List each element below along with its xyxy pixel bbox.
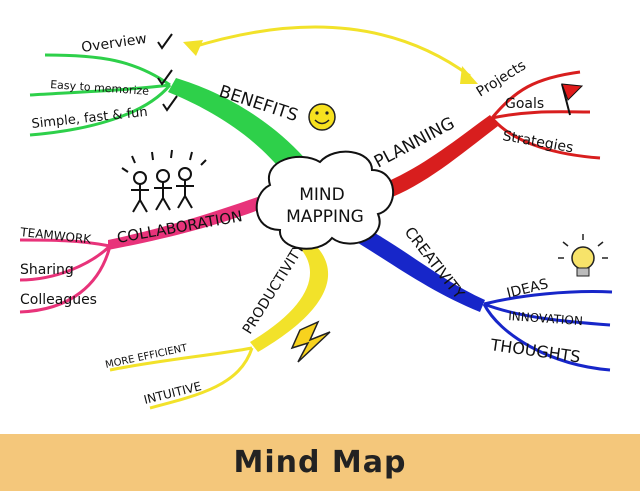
branch-planning: PLANNING Projects Goals Strategies	[371, 58, 601, 200]
flag-icon	[561, 83, 584, 116]
leaf-sharing: Sharing	[20, 262, 74, 278]
checkmark-icon	[157, 33, 178, 112]
caption-title: Mind Map	[233, 445, 407, 480]
leaf-thoughts: THOUGHTS	[488, 335, 581, 367]
center-node: MIND MAPPING	[255, 150, 394, 250]
leaf-overview: Overview	[80, 31, 148, 56]
leaf-projects: Projects	[474, 58, 529, 101]
branch-label-collaboration: COLLABORATION	[116, 207, 244, 247]
branch-productivity: PRODUCTIVITY MORE EFFICIENT INTUITIVE	[104, 240, 331, 410]
lightning-icon	[290, 320, 331, 363]
leaf-easy-to-memorize: Easy to memorize	[50, 78, 150, 98]
center-title-line2: MAPPING	[286, 207, 364, 227]
leaf-colleagues: Colleagues	[20, 292, 97, 308]
leaf-more-efficient: MORE EFFICIENT	[104, 343, 189, 371]
caption-bar: Mind Map	[0, 434, 640, 491]
leaf-strategies: Strategies	[501, 128, 574, 156]
lightbulb-icon	[558, 234, 608, 277]
mind-map-diagram: BENEFITS Overview Easy to memorize Simpl…	[19, 25, 613, 410]
leaf-innovation: INNOVATION	[508, 309, 584, 328]
smiley-icon	[308, 103, 336, 131]
leaf-goals: Goals	[505, 96, 544, 112]
leaf-ideas: IDEAS	[505, 276, 550, 302]
branch-creativity: CREATIVITY IDEAS INNOVATION THOUGHTS	[350, 223, 613, 372]
branch-collaboration: COLLABORATION TEAMWORK Sharing Colleague…	[19, 149, 272, 314]
leaf-simple-fast-fun: Simple, fast & fun	[31, 105, 148, 132]
feedback-arrow	[183, 25, 478, 84]
stick-figures-icon	[121, 149, 207, 213]
branch-benefits: BENEFITS Overview Easy to memorize Simpl…	[29, 31, 336, 175]
leaf-teamwork: TEAMWORK	[19, 225, 93, 247]
center-title-line1: MIND	[299, 185, 345, 205]
